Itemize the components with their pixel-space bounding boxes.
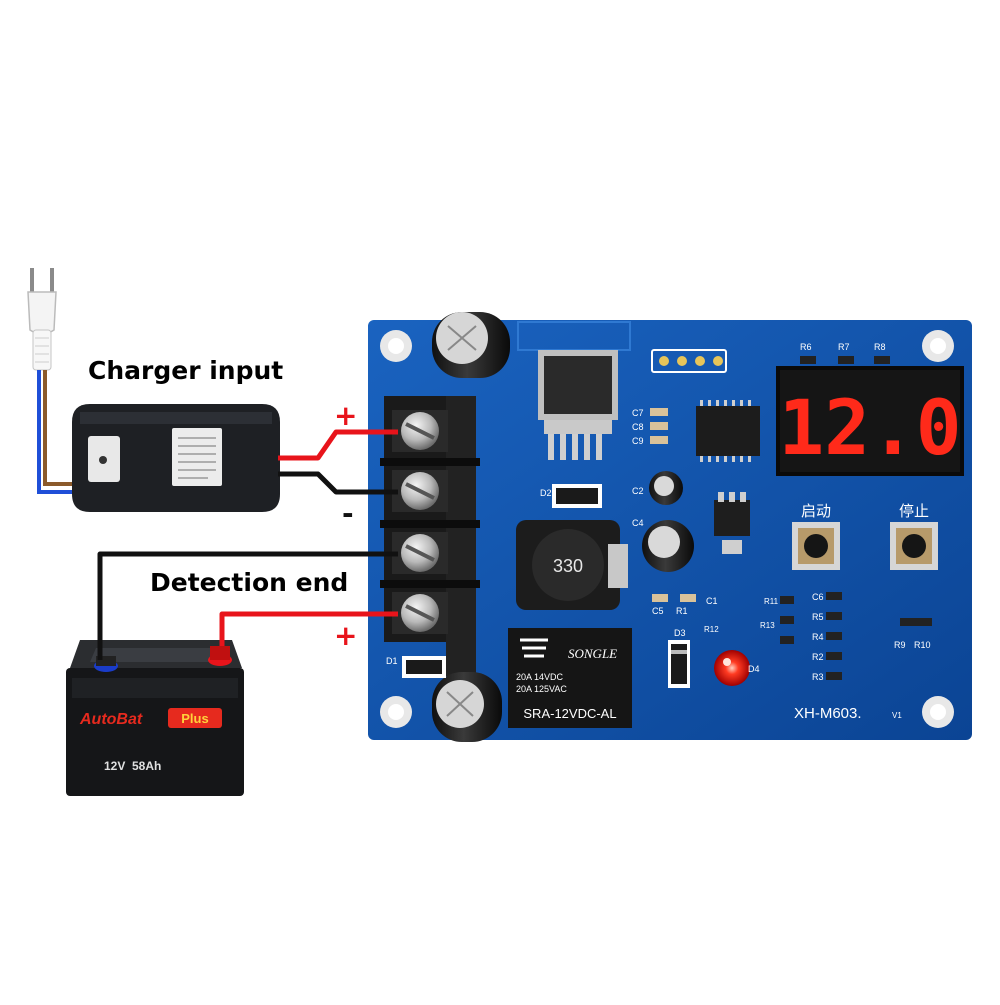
capacitor-c4 bbox=[642, 520, 694, 572]
terminal-screw-1 bbox=[392, 410, 448, 452]
inductor-code: 330 bbox=[553, 556, 583, 576]
silk-r11: R11 bbox=[764, 597, 779, 606]
silk-r12: R12 bbox=[704, 625, 719, 634]
terminal-screw-2 bbox=[392, 470, 448, 512]
silk-d3: D3 bbox=[674, 628, 686, 638]
ac-plug bbox=[27, 268, 57, 371]
silk-d4: D4 bbox=[748, 664, 760, 674]
battery-positive-terminal bbox=[208, 646, 232, 666]
silk-c6: C6 bbox=[812, 592, 824, 602]
silk-c2: C2 bbox=[632, 486, 644, 496]
wire-charger-negative bbox=[278, 471, 398, 495]
wire-battery-negative bbox=[97, 551, 398, 660]
screw-terminal-block bbox=[380, 396, 480, 676]
small-regulator bbox=[714, 492, 750, 554]
diode-d1 bbox=[402, 656, 446, 678]
battery-brand: AutoBat bbox=[79, 711, 143, 728]
silk-c8: C8 bbox=[632, 422, 644, 432]
electrolytic-capacitor-bottom bbox=[432, 672, 502, 742]
silk-c4: C4 bbox=[632, 518, 644, 528]
relay-model: SRA-12VDC-AL bbox=[523, 706, 616, 721]
battery-positive-sign: + bbox=[334, 619, 358, 652]
charger-adapter bbox=[72, 404, 280, 512]
silk-r5: R5 bbox=[812, 612, 824, 622]
silk-r6: R6 bbox=[800, 342, 812, 352]
terminal-screw-3 bbox=[392, 532, 448, 574]
silk-c9: C9 bbox=[632, 436, 644, 446]
display-reading: 12.0 bbox=[778, 383, 961, 472]
charger-negative-sign: - bbox=[342, 497, 354, 530]
silk-c1: C1 bbox=[706, 596, 718, 606]
silk-r7: R7 bbox=[838, 342, 850, 352]
wire-charger-positive bbox=[278, 429, 398, 461]
start-button[interactable] bbox=[792, 522, 840, 570]
stop-button[interactable] bbox=[890, 522, 938, 570]
silk-r4: R4 bbox=[812, 632, 824, 642]
silk-r9: R9 bbox=[894, 640, 906, 650]
relay bbox=[508, 628, 632, 728]
diode-d2 bbox=[552, 484, 602, 508]
seven-segment-display bbox=[776, 366, 964, 476]
ac-power-cord bbox=[37, 370, 82, 494]
diode-d3 bbox=[668, 640, 690, 688]
smd-resistors bbox=[780, 356, 932, 680]
charger-positive-sign: + bbox=[334, 399, 358, 432]
silk-r2: R2 bbox=[812, 652, 824, 662]
wire-battery-positive bbox=[219, 611, 398, 646]
silk-d2: D2 bbox=[540, 488, 552, 498]
power-inductor bbox=[516, 520, 628, 610]
car-battery bbox=[66, 640, 244, 796]
silk-c7: C7 bbox=[632, 408, 644, 418]
relay-rating-2: 20A 125VAC bbox=[516, 684, 567, 694]
silk-r13: R13 bbox=[760, 621, 775, 630]
silk-r3: R3 bbox=[812, 672, 824, 682]
regulator-ic bbox=[538, 350, 618, 460]
board-model: XH-M603. bbox=[794, 705, 862, 722]
microcontroller-chip bbox=[696, 400, 760, 462]
pin-header bbox=[651, 349, 727, 373]
battery-voltage: 12V bbox=[104, 759, 125, 773]
battery-badge: Plus bbox=[181, 711, 208, 726]
battery-negative-terminal bbox=[94, 656, 118, 672]
status-led bbox=[714, 650, 750, 686]
silk-c5: C5 bbox=[652, 606, 664, 616]
charger-input-label: Charger input bbox=[88, 356, 284, 385]
capacitor-c2 bbox=[649, 471, 683, 505]
silk-r10: R10 bbox=[914, 640, 931, 650]
battery-badge-bg bbox=[168, 708, 222, 728]
smd-capacitors bbox=[650, 408, 696, 602]
battery-capacity: 58Ah bbox=[132, 759, 161, 773]
board-version: V1 bbox=[892, 711, 902, 720]
relay-rating-1: 20A 14VDC bbox=[516, 672, 564, 682]
relay-brand: SONGLE bbox=[568, 646, 617, 661]
silk-r8: R8 bbox=[874, 342, 886, 352]
start-button-label: 启动 bbox=[801, 503, 831, 520]
electrolytic-capacitor-top bbox=[432, 312, 510, 378]
mounting-holes bbox=[380, 330, 954, 728]
detection-end-label: Detection end bbox=[150, 568, 349, 597]
silk-d1: D1 bbox=[386, 656, 398, 666]
terminal-screw-4 bbox=[392, 592, 448, 634]
silk-r1: R1 bbox=[676, 606, 688, 616]
stop-button-label: 停止 bbox=[899, 503, 929, 520]
charger-rating-label bbox=[172, 428, 222, 486]
